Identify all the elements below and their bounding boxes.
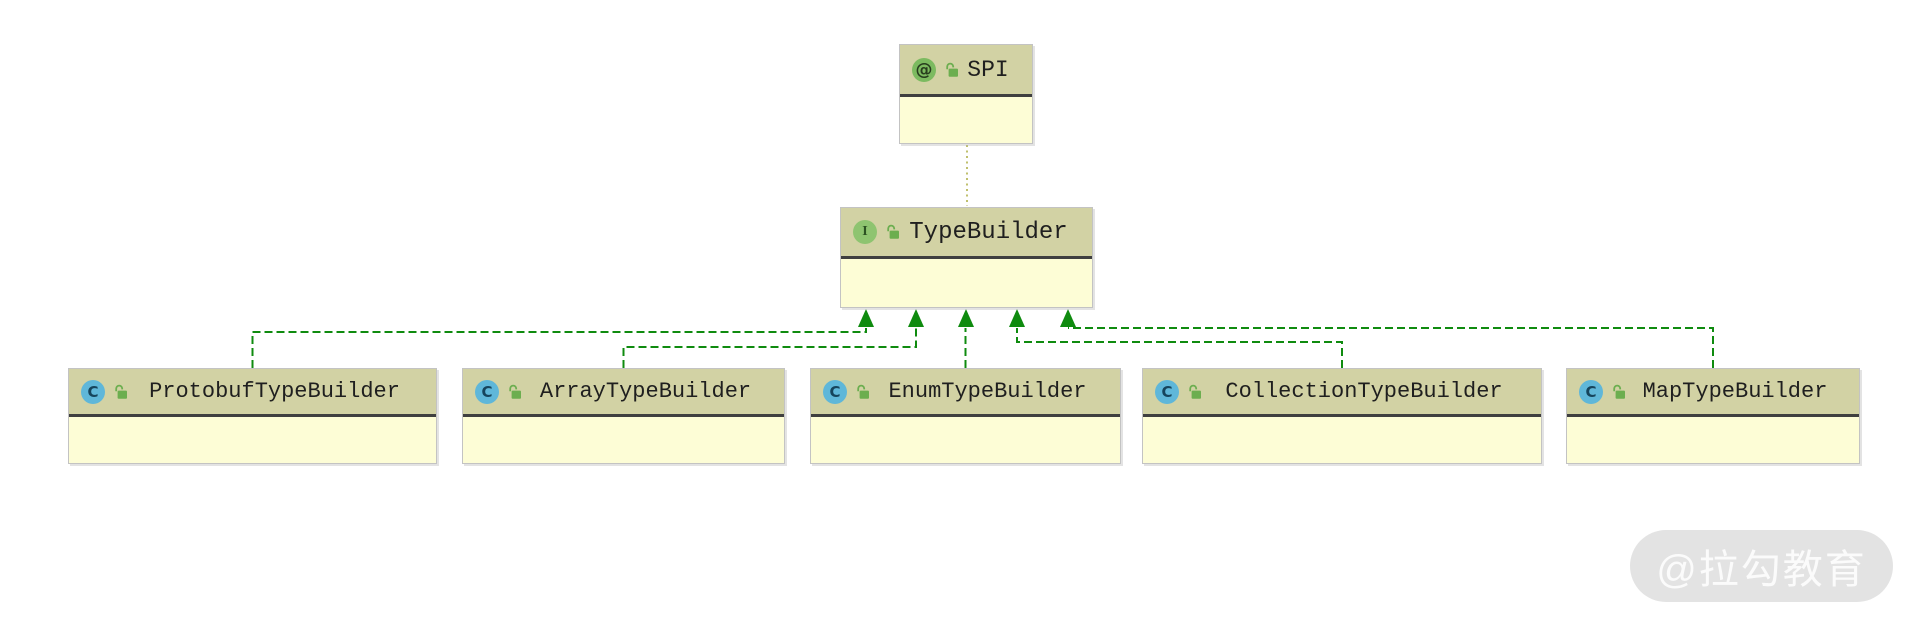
class-icon: C <box>1155 379 1179 404</box>
arrowhead-collection <box>1009 309 1025 327</box>
node-label: ProtobufTypeBuilder <box>149 379 400 404</box>
annotation-node-spi[interactable]: @ SPI <box>899 44 1033 144</box>
watermark-badge: @拉勾教育 <box>1630 530 1893 602</box>
edge-map-implements <box>1068 327 1714 368</box>
edge-array-implements <box>622 328 917 368</box>
unlocked-padlock-icon <box>1611 384 1627 400</box>
class-node-protobuftypebuilder[interactable]: C ProtobufTypeBuilder <box>68 368 437 464</box>
edge-collection-implements <box>1016 328 1343 368</box>
node-label: EnumTypeBuilder <box>888 379 1087 404</box>
unlocked-padlock-icon <box>944 62 960 78</box>
node-label: TypeBuilder <box>909 218 1068 246</box>
annotation-icon: @ <box>912 57 936 82</box>
node-label: ArrayTypeBuilder <box>539 379 752 404</box>
class-node-collectiontypebuilder[interactable]: C CollectionTypeBuilder <box>1142 368 1542 464</box>
node-header: C ProtobufTypeBuilder <box>69 369 436 417</box>
arrowhead-map <box>1060 309 1076 327</box>
node-header: I TypeBuilder <box>841 208 1092 259</box>
node-label: MapTypeBuilder <box>1642 379 1828 404</box>
interface-node-typebuilder[interactable]: I TypeBuilder <box>840 207 1093 308</box>
arrowhead-protobuf <box>858 309 874 327</box>
class-node-enumtypebuilder[interactable]: C EnumTypeBuilder <box>810 368 1121 464</box>
edge-protobuf-implements <box>251 328 867 368</box>
node-header: C CollectionTypeBuilder <box>1143 369 1541 417</box>
watermark-text: @拉勾教育 <box>1656 548 1867 592</box>
node-header: C ArrayTypeBuilder <box>463 369 784 417</box>
unlocked-padlock-icon <box>855 384 871 400</box>
class-icon: C <box>81 379 105 404</box>
class-icon: C <box>1579 379 1603 404</box>
unlocked-padlock-icon <box>113 384 129 400</box>
unlocked-padlock-icon <box>885 224 901 240</box>
unlocked-padlock-icon <box>1187 384 1203 400</box>
node-header: C EnumTypeBuilder <box>811 369 1120 417</box>
interface-icon: I <box>853 220 877 244</box>
class-node-arraytypebuilder[interactable]: C ArrayTypeBuilder <box>462 368 785 464</box>
node-header: @ SPI <box>900 45 1032 97</box>
arrowhead-array <box>908 309 924 327</box>
node-label: CollectionTypeBuilder <box>1225 379 1503 404</box>
class-node-maptypebuilder[interactable]: C MapTypeBuilder <box>1566 368 1860 464</box>
arrowhead-enum <box>958 309 974 327</box>
class-icon: C <box>475 379 499 404</box>
unlocked-padlock-icon <box>507 384 523 400</box>
node-label: SPI <box>967 56 1009 83</box>
node-header: C MapTypeBuilder <box>1567 369 1859 417</box>
class-icon: C <box>823 379 847 404</box>
